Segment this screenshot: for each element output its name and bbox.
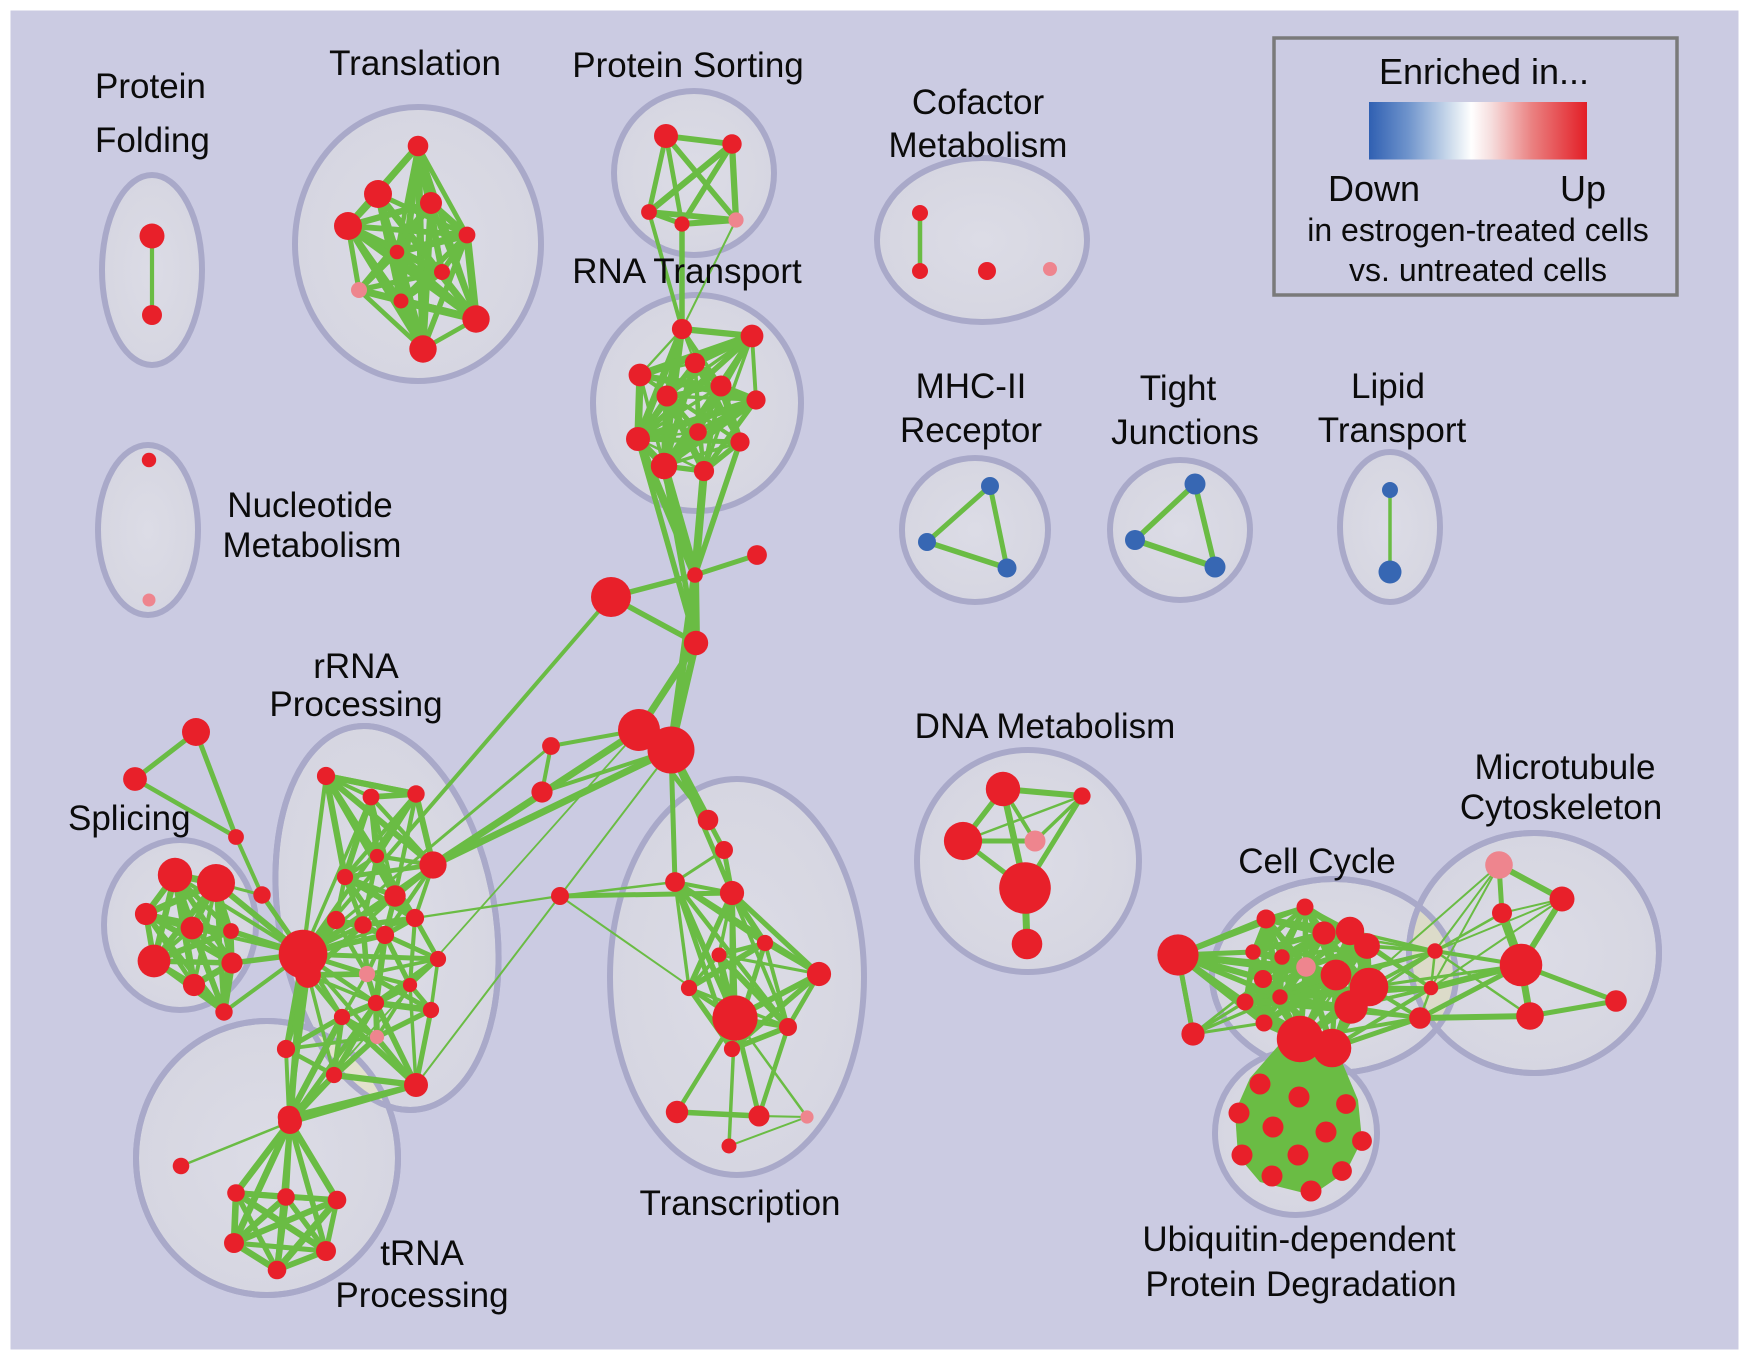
svg-text:Microtubule: Microtubule	[1475, 748, 1656, 787]
svg-text:Lipid: Lipid	[1351, 367, 1425, 406]
svg-text:Cytoskeleton: Cytoskeleton	[1460, 788, 1662, 827]
svg-text:Ubiquitin-dependent: Ubiquitin-dependent	[1142, 1220, 1456, 1259]
svg-text:Cofactor: Cofactor	[912, 83, 1045, 122]
svg-text:tRNA: tRNA	[380, 1234, 464, 1273]
svg-text:Protein: Protein	[95, 67, 206, 106]
svg-text:vs. untreated cells: vs. untreated cells	[1349, 252, 1607, 288]
svg-text:Junctions: Junctions	[1111, 413, 1259, 452]
svg-text:Enriched in...: Enriched in...	[1379, 51, 1589, 92]
svg-text:DNA Metabolism: DNA Metabolism	[915, 707, 1176, 746]
svg-text:RNA Transport: RNA Transport	[572, 252, 802, 291]
svg-text:Folding: Folding	[95, 121, 210, 160]
svg-text:Processing: Processing	[335, 1276, 508, 1315]
svg-text:Nucleotide: Nucleotide	[227, 486, 392, 525]
svg-text:MHC-II: MHC-II	[916, 367, 1027, 406]
svg-text:Protein Sorting: Protein Sorting	[572, 46, 804, 85]
svg-text:Up: Up	[1560, 168, 1606, 209]
svg-text:Metabolism: Metabolism	[889, 126, 1068, 165]
svg-text:Metabolism: Metabolism	[223, 526, 402, 565]
svg-text:Translation: Translation	[329, 44, 501, 83]
svg-text:Down: Down	[1328, 168, 1420, 209]
svg-text:Transcription: Transcription	[640, 1184, 841, 1223]
svg-text:Processing: Processing	[269, 685, 442, 724]
svg-text:Receptor: Receptor	[900, 411, 1042, 450]
svg-text:rRNA: rRNA	[313, 647, 399, 686]
svg-text:Splicing: Splicing	[68, 799, 191, 838]
svg-text:in estrogen-treated cells: in estrogen-treated cells	[1307, 212, 1649, 248]
svg-text:Protein Degradation: Protein Degradation	[1145, 1265, 1456, 1304]
svg-text:Cell Cycle: Cell Cycle	[1238, 842, 1396, 881]
svg-text:Tight: Tight	[1140, 369, 1217, 408]
svg-text:Transport: Transport	[1318, 411, 1467, 450]
